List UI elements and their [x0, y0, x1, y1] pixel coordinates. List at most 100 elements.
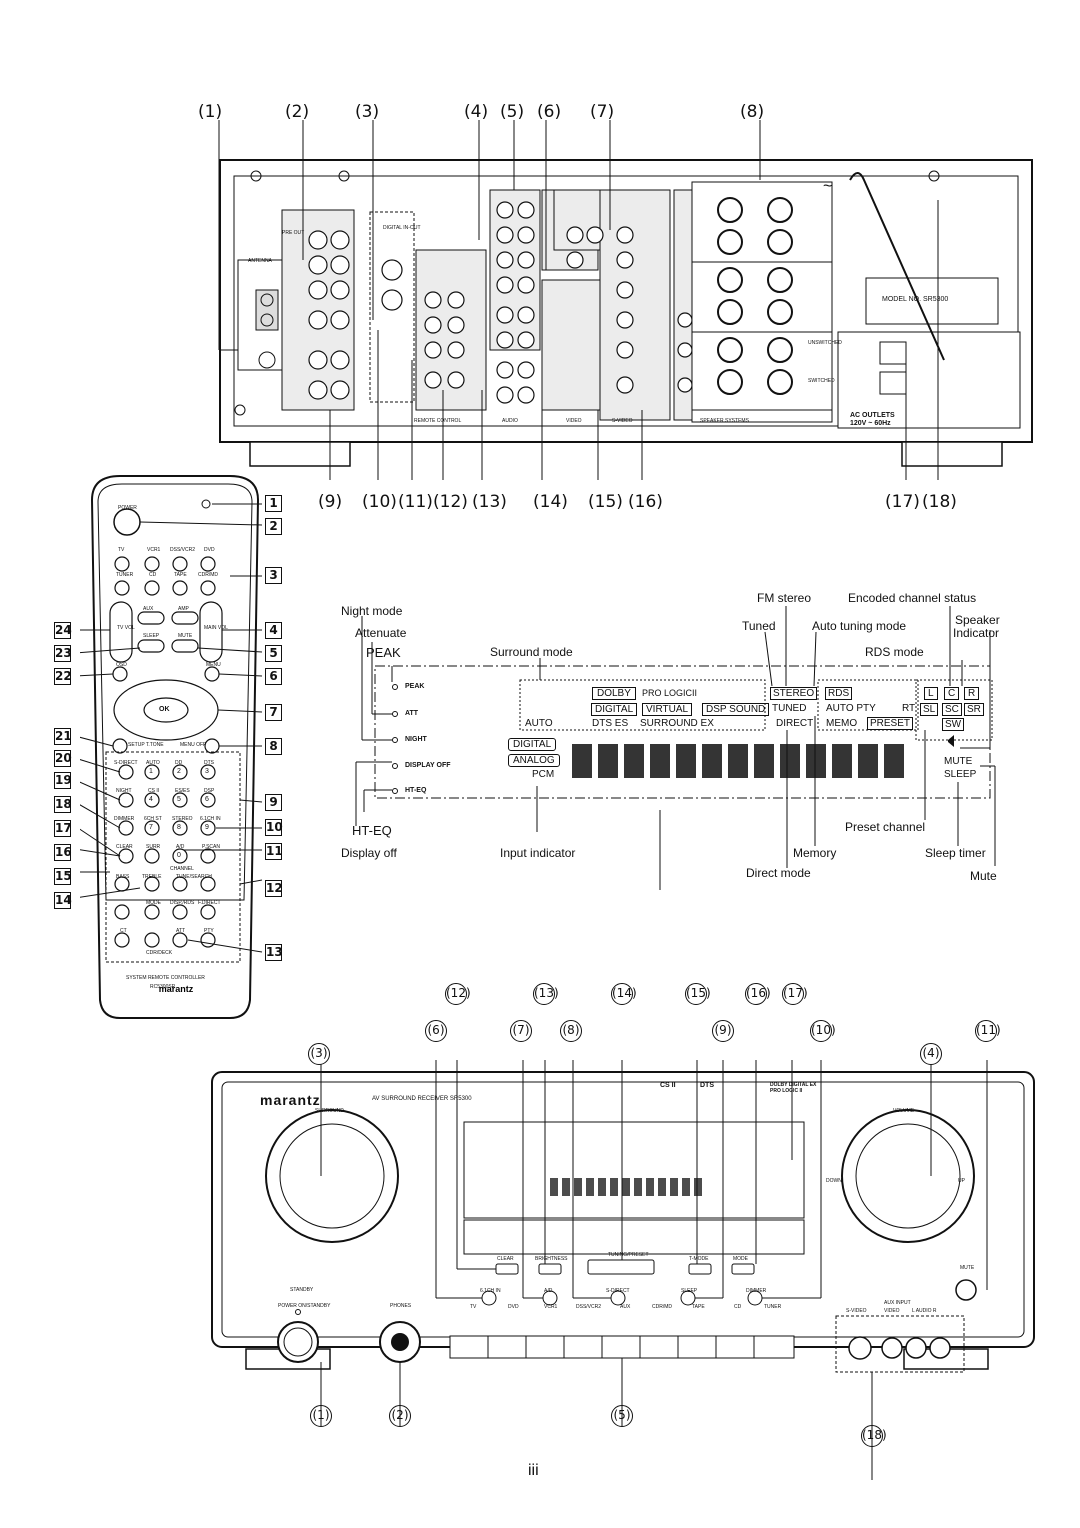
remote-key-3[interactable]: 3: [205, 768, 209, 775]
remote-ok[interactable]: OK: [159, 706, 170, 713]
dot-matrix: [572, 744, 904, 778]
remote-key-label-night: NIGHT: [116, 788, 132, 794]
label-input-indicator: Input indicator: [500, 846, 576, 860]
front-btn-clear-label: CLEAR: [497, 1256, 514, 1262]
remote-src-tv[interactable]: TV: [118, 547, 125, 553]
remote-src-cd[interactable]: CD: [149, 572, 157, 578]
remote-key-7[interactable]: 7: [149, 824, 153, 831]
front-phones-label: PHONES: [390, 1303, 412, 1309]
seg-ch-l: L: [924, 687, 938, 700]
remote-key-6[interactable]: 6: [205, 796, 209, 803]
remote-key-0[interactable]: 0: [177, 852, 181, 859]
remote-src-dss[interactable]: DSS/VCR2: [170, 547, 196, 553]
front-aux-input-label: AUX INPUT: [884, 1300, 911, 1306]
front-src-vcr1[interactable]: VCR1: [544, 1304, 558, 1310]
front-mute-button[interactable]: [956, 1280, 976, 1300]
front-aux-svideo: S-VIDEO: [846, 1308, 867, 1314]
seg-ch-sr: SR: [964, 703, 984, 716]
label-peak: PEAK: [366, 645, 401, 660]
remote-key-label-sdirect: S-DIRECT: [114, 760, 138, 766]
remote-menu[interactable]: MENU: [206, 662, 221, 668]
seg-surround-ex: SURROUND EX: [640, 718, 714, 729]
remote-key-8[interactable]: 8: [177, 824, 181, 831]
remote-key-label-dimmer: DIMMER: [114, 816, 135, 822]
remote-key-2[interactable]: 2: [177, 768, 181, 775]
remote-mode[interactable]: MODE: [146, 900, 161, 906]
remote-src-tuner[interactable]: TUNER: [116, 572, 134, 578]
seg-pcm: PCM: [532, 769, 555, 780]
remote-pty[interactable]: PTY: [204, 928, 214, 934]
callout-rear-13: (13): [472, 492, 507, 512]
remote-key-label-dd: DD: [175, 760, 183, 766]
front-src-cdrmd[interactable]: CDR/MD: [652, 1304, 672, 1310]
remote-ct[interactable]: CT: [120, 928, 127, 934]
front-power-button[interactable]: [280, 1322, 316, 1358]
remote-callout-22: 22: [54, 668, 72, 685]
seg-dts-es: DTS ES: [592, 718, 629, 729]
front-btn-dimmer-label: DIMMER: [746, 1288, 767, 1294]
front-src-tape[interactable]: TAPE: [692, 1304, 705, 1310]
front-src-tuner[interactable]: TUNER: [764, 1304, 782, 1310]
label-surround-mode: Surround mode: [490, 645, 573, 659]
callout-rear-6: (6): [537, 102, 562, 122]
front-brand-logo: marantz: [260, 1092, 321, 1108]
seg-ch-r: R: [964, 687, 980, 700]
label-attenuate: Attenuate: [355, 626, 407, 640]
remote-callout-23: 23: [54, 645, 72, 662]
led-night: NIGHT: [405, 736, 427, 743]
front-logo-dolby: DOLBY DIGITAL EX PRO LOGIC II: [770, 1082, 817, 1094]
remote-key-9[interactable]: 9: [205, 824, 209, 831]
led-display-off: DISPLAY OFF: [405, 762, 451, 769]
remote-system-label: SYSTEM REMOTE CONTROLLER: [126, 975, 205, 981]
front-volume-label: VOLUME: [893, 1108, 915, 1114]
label-night-mode: Night mode: [341, 604, 403, 618]
remote-osd[interactable]: OSD: [116, 662, 127, 668]
seg-digital: DIGITAL: [591, 703, 638, 716]
label-fm-stereo: FM stereo: [757, 591, 812, 605]
remote-bass[interactable]: BASS: [116, 874, 130, 880]
label-sleep-timer: Sleep timer: [925, 846, 986, 860]
remote-main-vol[interactable]: MAIN VOL: [204, 625, 228, 631]
remote-menu-off[interactable]: MENU OFF: [180, 742, 207, 748]
led-ht-eq: HT-EQ: [405, 787, 427, 794]
rear-panel-drawing: [218, 120, 1033, 480]
seg-direct: DIRECT: [776, 718, 814, 729]
front-callout-18: (18): [861, 1425, 887, 1447]
remote-power-button[interactable]: [114, 510, 140, 536]
remote-src-cdrmd[interactable]: CDR/MD: [198, 572, 218, 578]
remote-setup[interactable]: SETUP T.TONE: [128, 742, 164, 748]
remote-src-dvd[interactable]: DVD: [204, 547, 215, 553]
seg-input-digital: DIGITAL: [508, 738, 557, 751]
seg-auto-pty: AUTO PTY: [826, 703, 876, 714]
remote-treble[interactable]: TREBLE: [142, 874, 162, 880]
unswitched-label: UNSWITCHED: [808, 340, 842, 346]
remote-fdirect[interactable]: F.DIRECT: [198, 900, 221, 906]
remote-callout-9: 9: [265, 794, 282, 811]
seg-ch-sw: SW: [942, 718, 965, 731]
seg-ch-sc: SC: [942, 703, 962, 716]
remote-mute[interactable]: MUTE: [178, 633, 193, 639]
remote-att[interactable]: ATT: [176, 928, 186, 934]
remote-src-tape[interactable]: TAPE: [174, 572, 187, 578]
front-callout-6: (6): [425, 1020, 447, 1042]
remote-src-vcr1[interactable]: VCR1: [147, 547, 161, 553]
seg-dolby: DOLBY: [592, 687, 636, 700]
remote-tv-vol[interactable]: TV VOL: [117, 625, 135, 631]
remote-aux[interactable]: AUX: [143, 606, 154, 612]
front-src-dvd[interactable]: DVD: [508, 1304, 519, 1310]
front-aux-audio: L AUDIO R: [912, 1308, 937, 1314]
front-logo-dts: DTS: [700, 1082, 714, 1089]
front-src-aux[interactable]: AUX: [620, 1304, 631, 1310]
remote-callout-3: 3: [265, 567, 282, 584]
remote-disp-rds[interactable]: DISP./RDS: [170, 900, 195, 906]
remote-sleep[interactable]: SLEEP: [143, 633, 160, 639]
remote-amp[interactable]: AMP: [178, 606, 189, 612]
remote-key-label-61chin: 6.1CH IN: [200, 816, 221, 822]
front-src-dss[interactable]: DSS/VCR2: [576, 1304, 602, 1310]
remote-key-4[interactable]: 4: [149, 796, 153, 803]
remote-key-1[interactable]: 1: [149, 768, 153, 775]
front-src-cd[interactable]: CD: [734, 1304, 742, 1310]
remote-key-5[interactable]: 5: [177, 796, 181, 803]
remote-key-label-auto: AUTO: [146, 760, 160, 766]
front-src-tv[interactable]: TV: [470, 1304, 477, 1310]
